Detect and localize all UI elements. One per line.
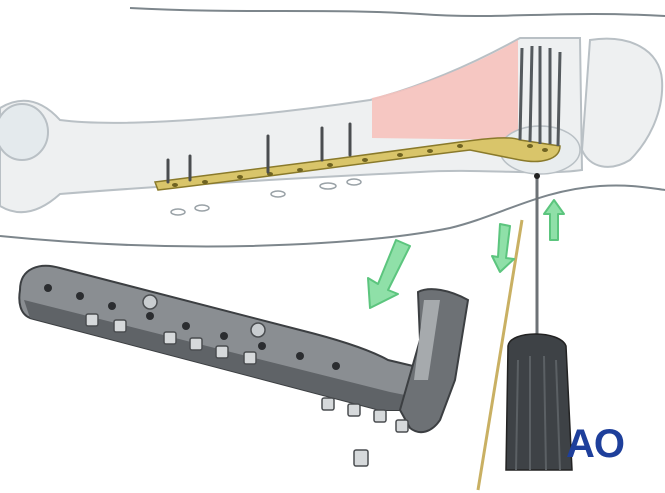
guide-wire: [476, 219, 524, 491]
femur-bone: [0, 37, 664, 214]
stab-incisions: [170, 178, 362, 216]
arrow-up-icon: [543, 199, 565, 241]
aiming-arm: [18, 264, 470, 467]
screwdriver: [505, 173, 573, 471]
arrow-down-icon: [491, 223, 515, 273]
leg-outline: [0, 7, 665, 248]
fracture-zone: [372, 40, 518, 140]
arrow-down-left-icon: [367, 239, 411, 309]
ao-logo: AO: [566, 422, 625, 466]
distal-screws: [518, 45, 562, 147]
shaft-screws: [166, 122, 352, 184]
